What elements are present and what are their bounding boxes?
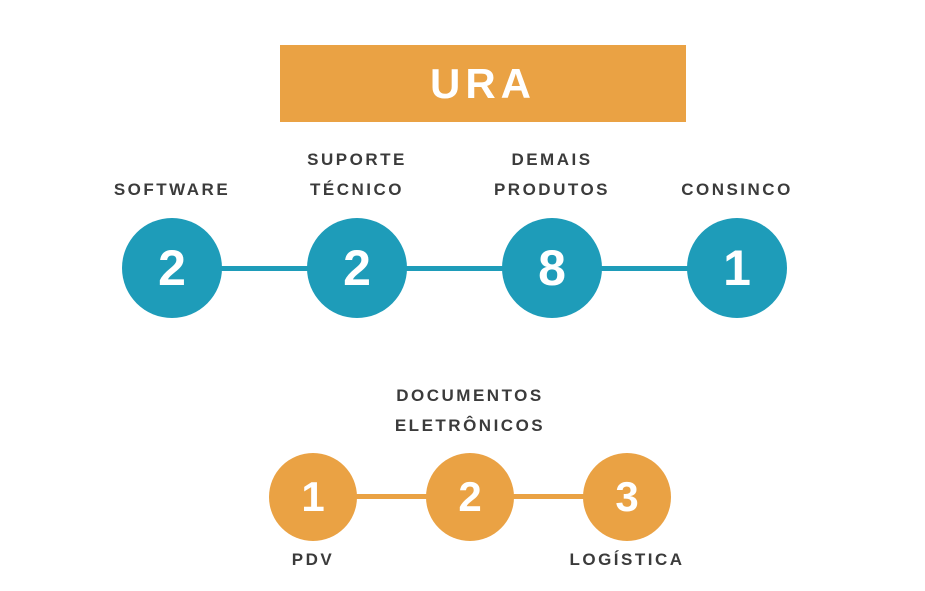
node-circle-suporte-tecnico: 2: [307, 218, 407, 318]
row1-connector-line: [172, 266, 737, 271]
node-label-pdv: PDV: [291, 550, 335, 569]
node-circle-software: 2: [122, 218, 222, 318]
node-value: 1: [301, 473, 325, 520]
node-circle-logistica: 3: [583, 453, 671, 541]
node-value: 1: [723, 240, 751, 296]
node-label-suporte-tecnico: SUPORTE TÉCNICO: [307, 149, 407, 200]
node-circle-documentos-eletronicos: 2: [426, 453, 514, 541]
node-value: 2: [343, 240, 371, 296]
node-label-logistica: LOGÍSTICA: [569, 550, 685, 569]
node-value: 2: [458, 473, 482, 520]
node-value: 3: [615, 473, 639, 520]
node-circle-pdv: 1: [269, 453, 357, 541]
node-label-demais-produtos: DEMAIS PRODUTOS: [493, 149, 611, 200]
title-banner: URA: [280, 45, 686, 122]
node-label-documentos-eletronicos: DOCUMENTOS ELETRÔNICOS: [394, 385, 546, 436]
diagram-title: URA: [430, 59, 536, 107]
node-value: 2: [158, 240, 186, 296]
node-label-consinco: CONSINCO: [681, 180, 793, 200]
node-label-software: SOFTWARE: [113, 180, 231, 200]
node-circle-consinco: 1: [687, 218, 787, 318]
node-circle-demais-produtos: 8: [502, 218, 602, 318]
node-value: 8: [538, 240, 566, 296]
